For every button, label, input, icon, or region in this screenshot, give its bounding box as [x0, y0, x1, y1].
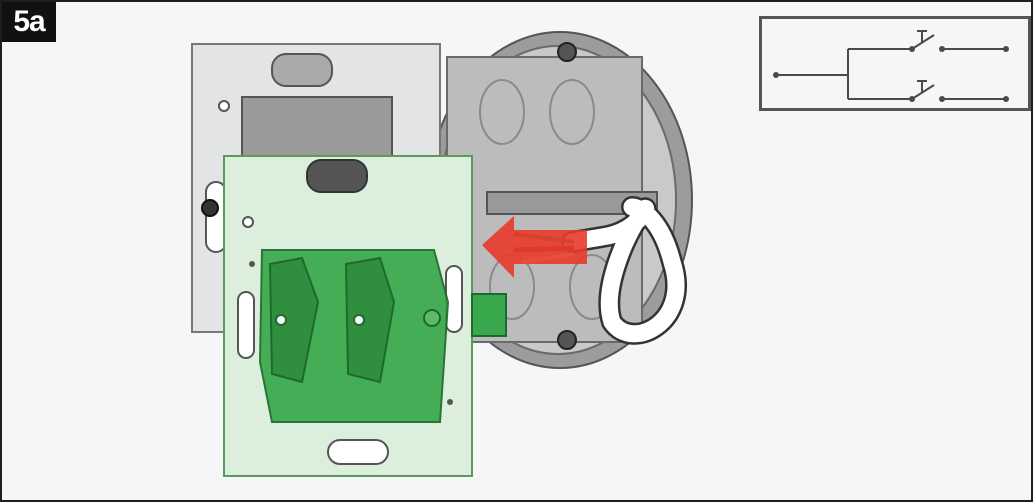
- switch-mechanism: [258, 249, 507, 423]
- schematic-panel: [759, 16, 1031, 111]
- rocker-pivot-left: [275, 314, 287, 326]
- double-switch-schematic-icon: [773, 30, 1009, 102]
- box-screw-top: [557, 42, 577, 62]
- rocker-pivot-right: [353, 314, 365, 326]
- box-screw-bottom: [557, 330, 577, 350]
- insert-arrow-icon: [482, 216, 587, 278]
- terminal-screw: [423, 309, 441, 327]
- plate-screw: [201, 199, 219, 217]
- step-label: 5a: [2, 2, 56, 42]
